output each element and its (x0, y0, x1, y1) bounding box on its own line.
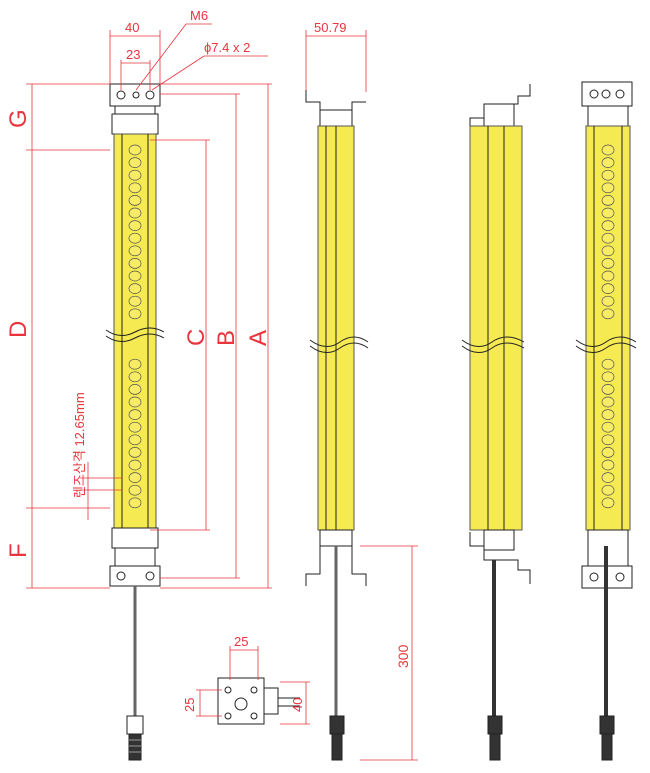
lens (128, 447, 142, 458)
lens (128, 157, 142, 168)
lens (128, 232, 142, 244)
lens (601, 295, 615, 307)
dim-hole: ϕ7.4 x 2 (204, 40, 250, 55)
lens (601, 421, 615, 433)
lens-array (128, 144, 142, 509)
lens (601, 396, 615, 408)
lens (601, 308, 615, 320)
letter-b: B (213, 330, 240, 346)
lens (601, 144, 615, 156)
lens (128, 295, 142, 307)
lens (128, 182, 142, 194)
bottom-view-detail: 25 25 40 (182, 634, 310, 725)
lens (128, 258, 142, 269)
lens (128, 270, 142, 282)
lens (601, 484, 615, 496)
dim-40-right: 40 (290, 698, 305, 712)
lens (601, 283, 615, 294)
lens (128, 421, 142, 433)
letter-d: D (5, 321, 32, 338)
lens (128, 396, 142, 408)
lens (601, 497, 615, 509)
lens (601, 384, 615, 395)
lens (601, 434, 615, 446)
letter-c: C (183, 329, 210, 346)
lens (601, 258, 615, 269)
lens (601, 245, 615, 257)
lens (601, 358, 615, 370)
lens (601, 459, 615, 471)
lens (128, 195, 142, 206)
lens (601, 447, 615, 458)
lens (128, 169, 142, 181)
lens (128, 358, 142, 370)
lens (128, 409, 142, 420)
letter-f: F (5, 543, 32, 558)
dim-m6: M6 (190, 8, 208, 23)
dim-300: 300 (395, 644, 411, 668)
lens (601, 409, 615, 420)
dim-5079: 50.79 (314, 20, 347, 35)
side-view-2 (461, 84, 531, 761)
lens (128, 207, 142, 219)
lens (601, 472, 615, 483)
lens (128, 308, 142, 320)
dim-23: 23 (126, 47, 140, 62)
lens (128, 283, 142, 294)
dim-40-top: 40 (125, 20, 139, 35)
lens-array-2 (601, 144, 615, 509)
lens (128, 220, 142, 231)
lens (601, 232, 615, 244)
front-view-dimensioned: 40 23 M6 ϕ7.4 x 2 G D F 렌즈산격 12.65mm C B… (5, 8, 272, 761)
lens (601, 169, 615, 181)
letter-a: A (245, 330, 272, 346)
lens (128, 497, 142, 509)
lens (128, 384, 142, 395)
lens (128, 245, 142, 257)
front-view-2 (575, 81, 637, 761)
lens (128, 434, 142, 446)
lens (128, 459, 142, 471)
dim-25-left: 25 (182, 698, 197, 712)
lens (128, 484, 142, 496)
lens (601, 157, 615, 168)
dim-lens-pitch: 렌즈산격 12.65mm (72, 392, 87, 498)
lens (601, 195, 615, 206)
lens (128, 144, 142, 156)
side-view: 50.79 300 (305, 20, 418, 761)
lens (128, 371, 142, 383)
lens (601, 207, 615, 219)
letter-g: G (5, 109, 32, 128)
lens (128, 472, 142, 483)
lens (601, 270, 615, 282)
dim-25-top: 25 (234, 634, 248, 649)
lens (601, 220, 615, 231)
lens (601, 182, 615, 194)
lens (601, 371, 615, 383)
